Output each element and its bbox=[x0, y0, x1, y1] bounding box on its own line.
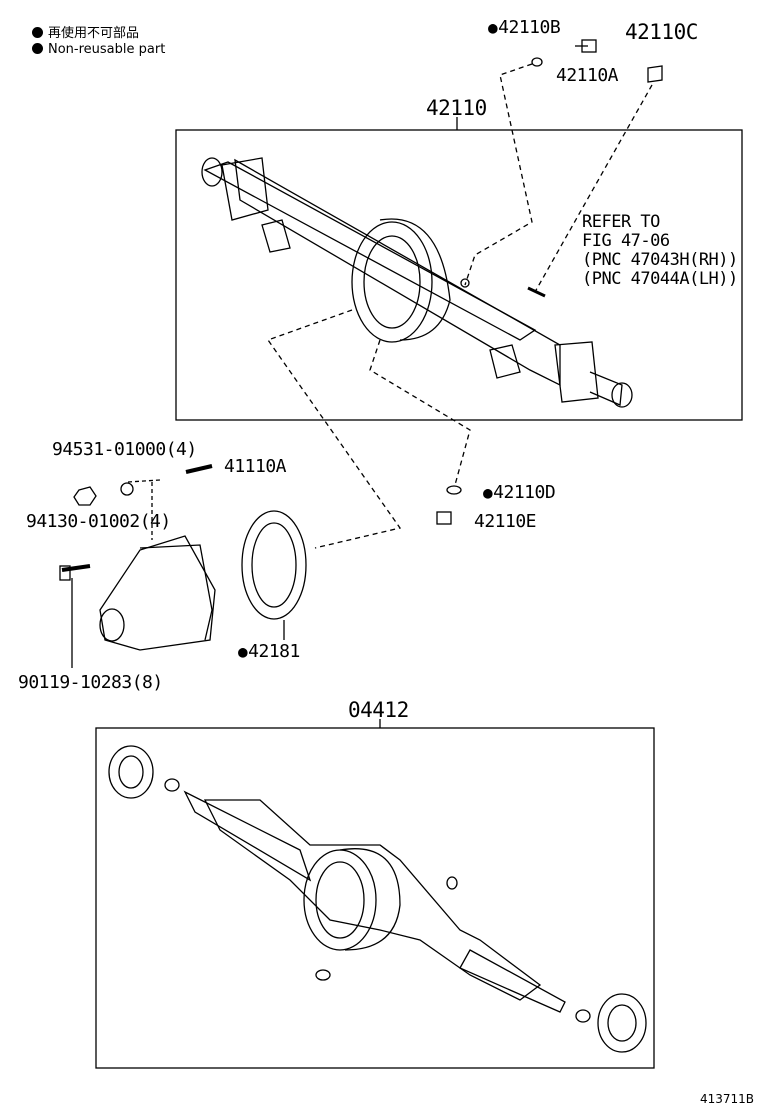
label-42110E: 42110E bbox=[474, 511, 537, 532]
label-90119-10283: 90119-10283(8) bbox=[18, 672, 163, 693]
label-42110C: 42110C bbox=[625, 20, 698, 44]
label-94130-01002: 94130-01002(4) bbox=[26, 511, 171, 532]
label-42110B: 42110B bbox=[488, 18, 561, 38]
label-41110A: 41110A bbox=[224, 456, 287, 477]
assembly-frame bbox=[95, 727, 655, 1069]
figure-code: 413711B bbox=[699, 1092, 754, 1106]
label-42110: 42110 bbox=[426, 96, 487, 120]
label-42181: 42181 bbox=[238, 642, 300, 662]
refer-line-4: (PNC 47044A(LH)) bbox=[582, 269, 738, 289]
legend-en: Non-reusable part bbox=[32, 42, 165, 57]
non-reusable-dot-icon bbox=[32, 43, 43, 54]
label-42110D: 42110D bbox=[483, 483, 556, 503]
label-42110A: 42110A bbox=[556, 65, 619, 86]
non-reusable-dot-icon bbox=[32, 27, 43, 38]
housing-frame bbox=[175, 129, 743, 421]
refer-line-3: (PNC 47043H(RH)) bbox=[582, 250, 738, 270]
label-94531-01000: 94531-01000(4) bbox=[52, 439, 197, 460]
legend-jp: 再使用不可部品 bbox=[32, 22, 139, 41]
refer-line-1: REFER TO bbox=[582, 212, 660, 232]
refer-line-2: FIG 47-06 bbox=[582, 231, 670, 251]
label-04412: 04412 bbox=[348, 698, 409, 722]
